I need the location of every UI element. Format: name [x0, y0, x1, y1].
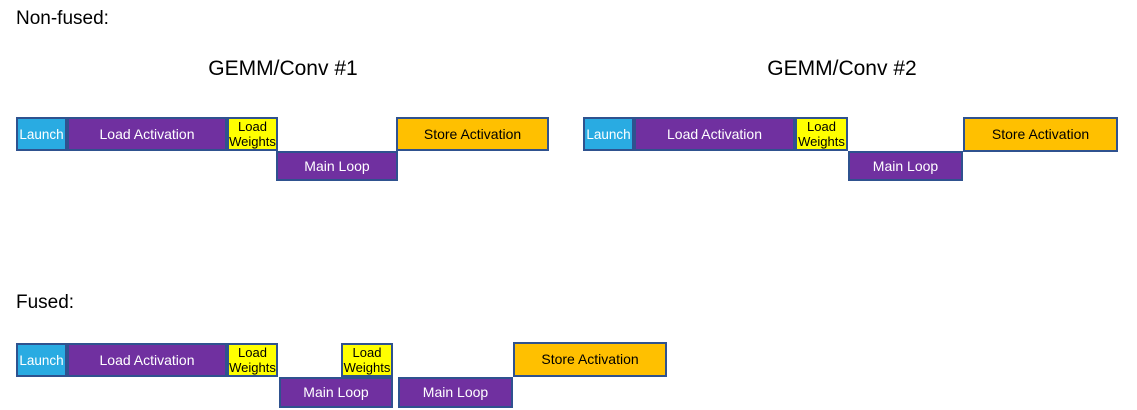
- box-weights: Load Weights: [227, 343, 278, 377]
- box-activation: Load Activation: [634, 117, 795, 151]
- box-label: Main Loop: [304, 157, 370, 174]
- box-label: Load Weights: [798, 119, 845, 149]
- box-label: Launch: [19, 352, 64, 368]
- box-weights: Load Weights: [341, 343, 393, 377]
- box-label: Store Activation: [423, 125, 522, 142]
- box-weights: Load Weights: [227, 117, 278, 151]
- box-label: Load Weights: [229, 345, 276, 375]
- box-loop: Main Loop: [848, 151, 963, 181]
- box-label: Main Loop: [422, 384, 489, 400]
- box-activation: Load Activation: [67, 117, 227, 151]
- box-label: Launch: [19, 126, 64, 142]
- gemm-conv-2-title: GEMM/Conv #2: [767, 57, 917, 80]
- box-label: Load Activation: [99, 125, 195, 142]
- box-weights: Load Weights: [795, 117, 848, 151]
- box-store: Store Activation: [396, 117, 549, 151]
- box-label: Store Activation: [541, 351, 639, 367]
- box-label: Load Activation: [99, 351, 195, 368]
- fused-heading: Fused:: [16, 292, 75, 313]
- box-activation: Load Activation: [67, 343, 227, 377]
- box-label: Store Activation: [991, 126, 1090, 142]
- box-label: Main Loop: [872, 157, 939, 174]
- box-launch: Launch: [16, 117, 67, 151]
- box-loop: Main Loop: [398, 377, 513, 408]
- gemm-conv-1-title: GEMM/Conv #1: [208, 57, 358, 80]
- box-label: Main Loop: [303, 384, 369, 400]
- box-store: Store Activation: [963, 117, 1118, 152]
- box-label: Load Weights: [343, 345, 391, 375]
- box-loop: Main Loop: [276, 151, 398, 181]
- box-store: Store Activation: [513, 342, 667, 377]
- box-label: Launch: [586, 126, 631, 142]
- box-launch: Launch: [583, 117, 634, 151]
- non-fused-heading: Non-fused:: [16, 8, 109, 29]
- box-label: Load Weights: [229, 119, 276, 149]
- box-label: Load Activation: [667, 125, 762, 142]
- box-launch: Launch: [16, 343, 67, 377]
- box-loop: Main Loop: [279, 377, 393, 408]
